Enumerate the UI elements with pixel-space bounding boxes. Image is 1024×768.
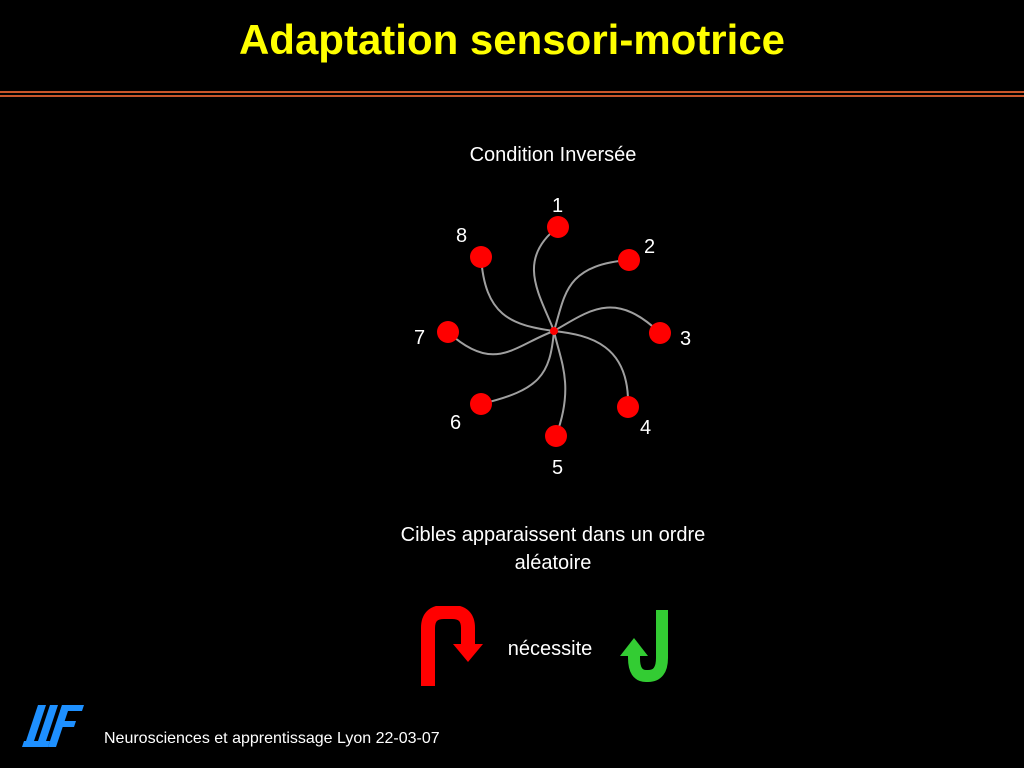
target-label-8: 8 <box>456 225 467 247</box>
target-4 <box>617 396 639 418</box>
title-divider-top <box>0 91 1024 93</box>
title-divider-bottom <box>0 95 1024 97</box>
target-5 <box>545 425 567 447</box>
target-diagram: 1 2 3 4 5 6 7 8 <box>414 195 691 479</box>
path-to-target-4 <box>553 330 630 408</box>
target-label-3: 3 <box>680 328 691 350</box>
target-label-4: 4 <box>640 417 651 439</box>
target-7 <box>437 321 459 343</box>
path-to-target-7 <box>447 330 555 356</box>
target-label-5: 5 <box>552 457 563 479</box>
caption-line-2: aléatoire <box>514 552 592 574</box>
path-to-target-2 <box>553 259 630 332</box>
caption: Cibles apparaissent dans un ordre aléato… <box>353 521 753 577</box>
target-label-7: 7 <box>414 327 425 349</box>
path-to-target-5 <box>553 330 567 437</box>
center-point <box>550 327 558 335</box>
path-to-target-1 <box>532 226 559 332</box>
target-label-6: 6 <box>450 412 461 434</box>
target-6 <box>470 393 492 415</box>
target-1 <box>547 216 569 238</box>
path-to-target-6 <box>480 330 555 405</box>
target-2 <box>618 249 640 271</box>
target-label-1: 1 <box>552 195 563 217</box>
caption-line-1: Cibles apparaissent dans un ordre <box>400 524 706 546</box>
target-label-2: 2 <box>644 236 655 258</box>
condition-label: Condition Inversée <box>469 144 637 166</box>
requires-label: nécessite <box>507 638 593 660</box>
target-8 <box>470 246 492 268</box>
u-turn-right-arrow-icon <box>421 606 483 686</box>
target-3 <box>649 322 671 344</box>
j-hook-arrow-icon <box>620 610 668 682</box>
path-to-target-3 <box>553 306 661 334</box>
slide-title: Adaptation sensori-motrice <box>238 16 786 63</box>
footer-text: Neurosciences et apprentissage Lyon 22-0… <box>104 730 440 747</box>
lif-logo-icon <box>22 705 84 747</box>
path-to-target-8 <box>480 256 555 332</box>
